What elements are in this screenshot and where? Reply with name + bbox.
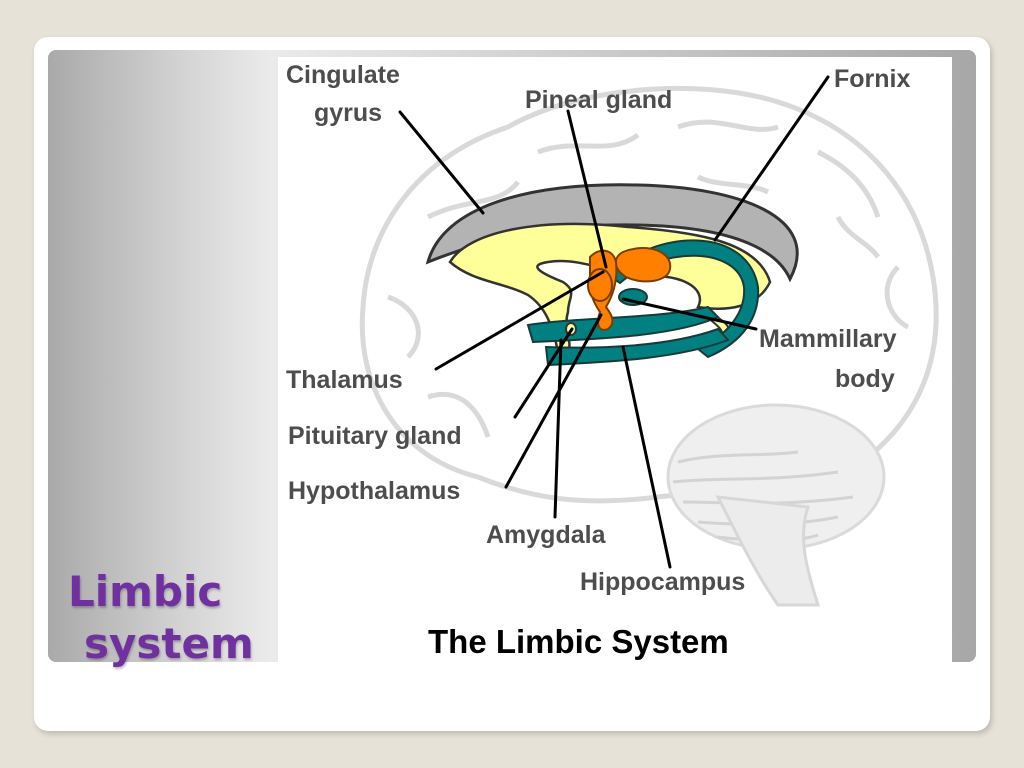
slide-title: Limbic system (68, 566, 298, 670)
label-hypothalamus: Hypothalamus (288, 477, 460, 505)
cerebellum (666, 403, 886, 607)
label-mammillary-line1: Mammillary (759, 325, 897, 353)
label-amygdala: Amygdala (486, 521, 607, 549)
label-thalamus: Thalamus (286, 366, 403, 394)
leader-lines (398, 75, 830, 569)
label-hippocampus: Hippocampus (580, 568, 745, 596)
label-fornix: Fornix (834, 65, 910, 93)
slide-title-line1: Limbic (68, 567, 223, 616)
label-pineal: Pineal gland (525, 86, 672, 114)
slide-title-line2: system (84, 619, 254, 668)
label-cingulate-line1: Cingulate (286, 61, 400, 89)
brain-outline (359, 85, 939, 504)
label-mammillary-line2: body (835, 365, 895, 393)
limbic-diagram: Cingulate gyrus Pineal gland Fornix Mamm… (278, 57, 952, 664)
label-cingulate-line2: gyrus (314, 99, 382, 127)
label-pituitary: Pituitary gland (288, 422, 462, 450)
limbic-diagram-svg: Cingulate gyrus Pineal gland Fornix Mamm… (286, 61, 939, 660)
diagram-caption: The Limbic System (428, 623, 729, 660)
